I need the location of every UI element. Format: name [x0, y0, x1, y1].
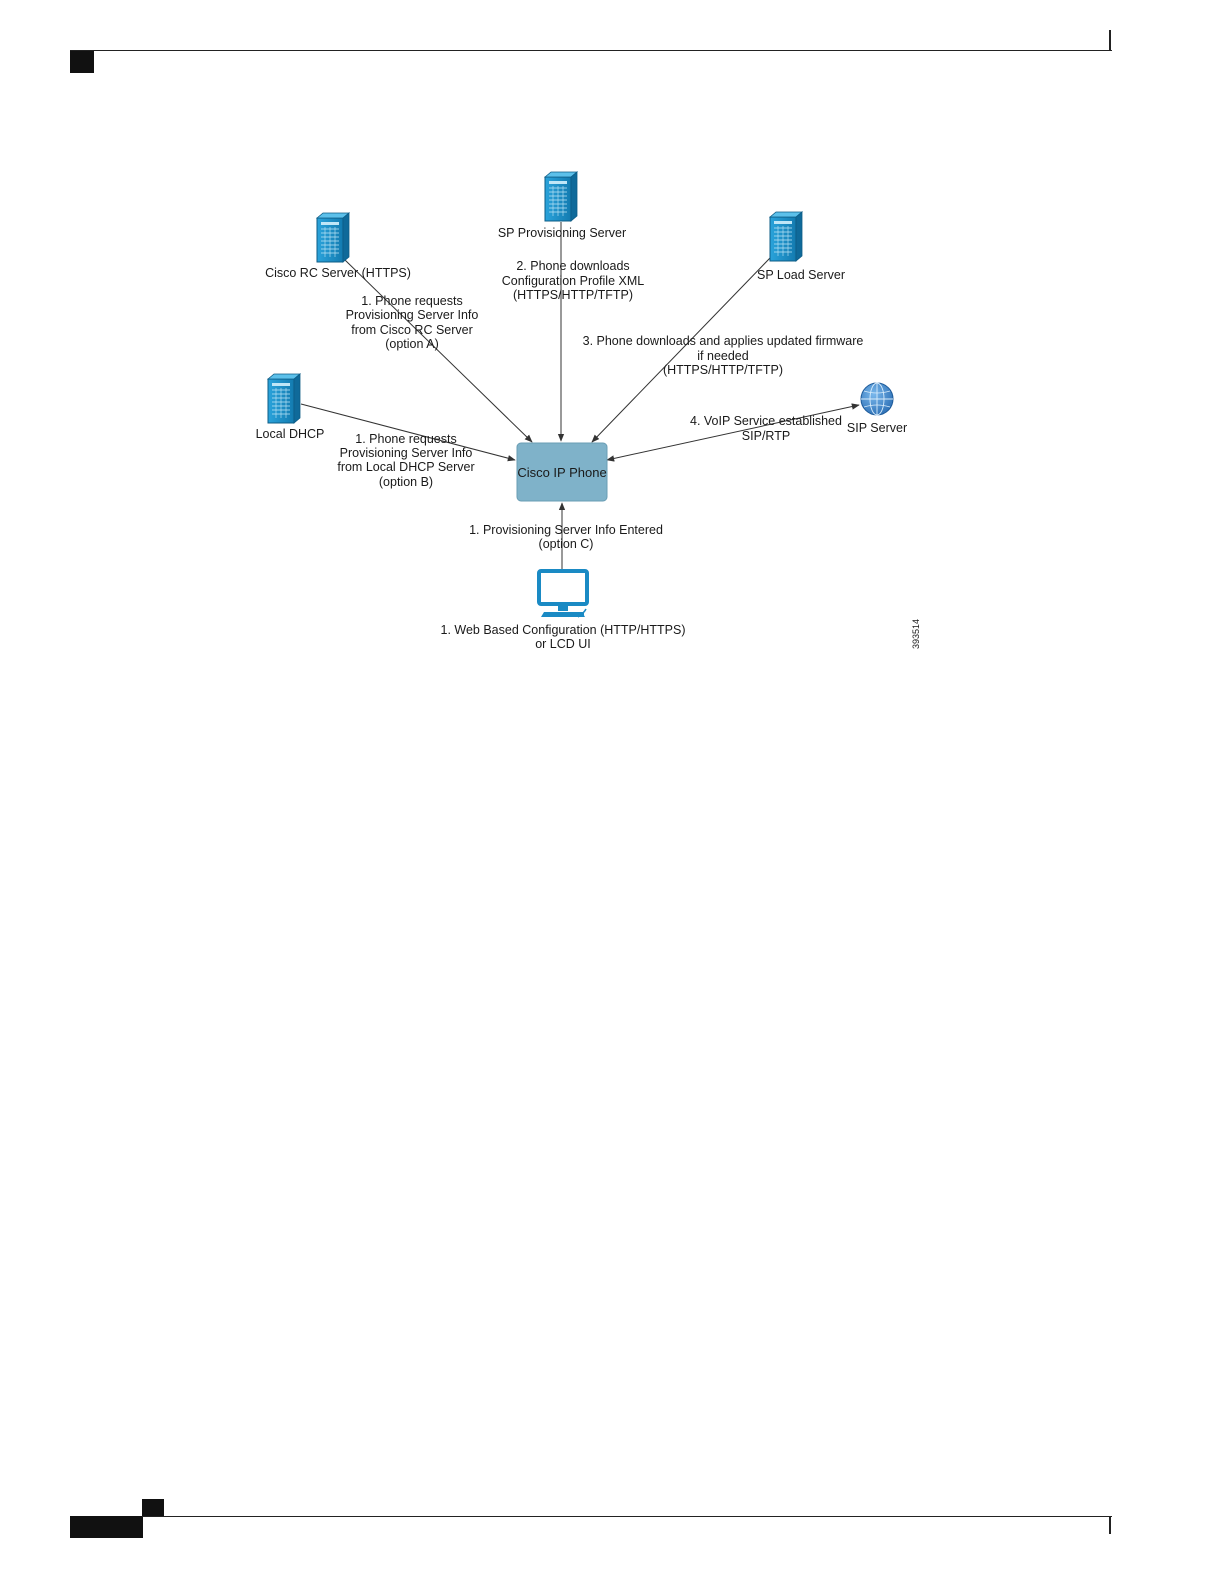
svg-text:(option B): (option B) — [379, 475, 433, 489]
svg-text:or LCD UI: or LCD UI — [535, 637, 591, 651]
svg-text:2. Phone downloads: 2. Phone downloads — [516, 259, 629, 273]
svg-text:Configuration Profile XML: Configuration Profile XML — [502, 274, 644, 288]
svg-text:from Cisco RC Server: from Cisco RC Server — [351, 323, 473, 337]
web-config-label: 1. Web Based Configuration (HTTP/HTTPS) … — [441, 623, 686, 651]
cisco-ip-phone-box — [516, 442, 608, 502]
svg-text:SIP/RTP: SIP/RTP — [742, 429, 790, 443]
footer-page-bar — [70, 1516, 143, 1538]
footer-rule-tick — [1109, 1517, 1111, 1534]
sp-load-server-icon — [769, 211, 803, 262]
sip-server-label: SIP Server — [847, 421, 907, 435]
header-rule-tick — [1109, 30, 1111, 51]
edge-option-b — [300, 403, 516, 462]
option-c-label: 1. Provisioning Server Info Entered (opt… — [469, 523, 663, 551]
svg-text:Provisioning Server Info: Provisioning Server Info — [346, 308, 479, 322]
footer-small-block — [142, 1499, 164, 1517]
cisco-rc-server-icon — [316, 212, 350, 263]
monitor-icon — [537, 569, 589, 618]
svg-text:1. Phone requests: 1. Phone requests — [361, 294, 462, 308]
svg-text:(HTTPS/HTTP/TFTP): (HTTPS/HTTP/TFTP) — [513, 288, 633, 302]
svg-text:1. Web Based Configuration (HT: 1. Web Based Configuration (HTTP/HTTPS) — [441, 623, 686, 637]
sp-provisioning-server-icon — [544, 171, 578, 222]
footer-rule — [142, 1516, 1112, 1517]
figure-id: 393514 — [911, 619, 921, 649]
local-dhcp-server-icon — [267, 373, 301, 424]
profile-download-label: 2. Phone downloads Configuration Profile… — [502, 259, 644, 302]
cisco-ip-phone-label: Cisco IP Phone — [517, 465, 606, 480]
local-dhcp-label: Local DHCP — [256, 427, 325, 441]
globe-icon — [860, 382, 894, 416]
sp-provisioning-server-label: SP Provisioning Server — [498, 226, 626, 240]
option-a-label: 1. Phone requests Provisioning Server In… — [346, 294, 479, 351]
svg-text:if needed: if needed — [697, 349, 748, 363]
svg-text:4. VoIP Service established: 4. VoIP Service established — [690, 414, 842, 428]
voip-label: 4. VoIP Service established SIP/RTP — [690, 414, 842, 443]
svg-text:(option C): (option C) — [539, 537, 594, 551]
svg-text:(HTTPS/HTTP/TFTP): (HTTPS/HTTP/TFTP) — [663, 363, 783, 377]
edge-voip — [606, 403, 860, 462]
svg-text:Provisioning Server Info: Provisioning Server Info — [340, 446, 473, 460]
cisco-rc-server-label: Cisco RC Server (HTTPS) — [265, 266, 411, 280]
svg-text:1. Provisioning Server Info En: 1. Provisioning Server Info Entered — [469, 523, 663, 537]
option-b-label: 1. Phone requests Provisioning Server In… — [337, 432, 474, 489]
svg-text:from Local DHCP Server: from Local DHCP Server — [337, 460, 474, 474]
sp-load-server-label: SP Load Server — [757, 268, 845, 282]
svg-text:(option A): (option A) — [385, 337, 439, 351]
svg-text:3. Phone downloads and applies: 3. Phone downloads and applies updated f… — [583, 334, 864, 348]
svg-text:1. Phone requests: 1. Phone requests — [355, 432, 456, 446]
edge-option-a — [344, 259, 533, 443]
header-corner-block — [70, 51, 94, 73]
firmware-download-label: 3. Phone downloads and applies updated f… — [583, 334, 864, 377]
header-rule — [70, 50, 1112, 51]
